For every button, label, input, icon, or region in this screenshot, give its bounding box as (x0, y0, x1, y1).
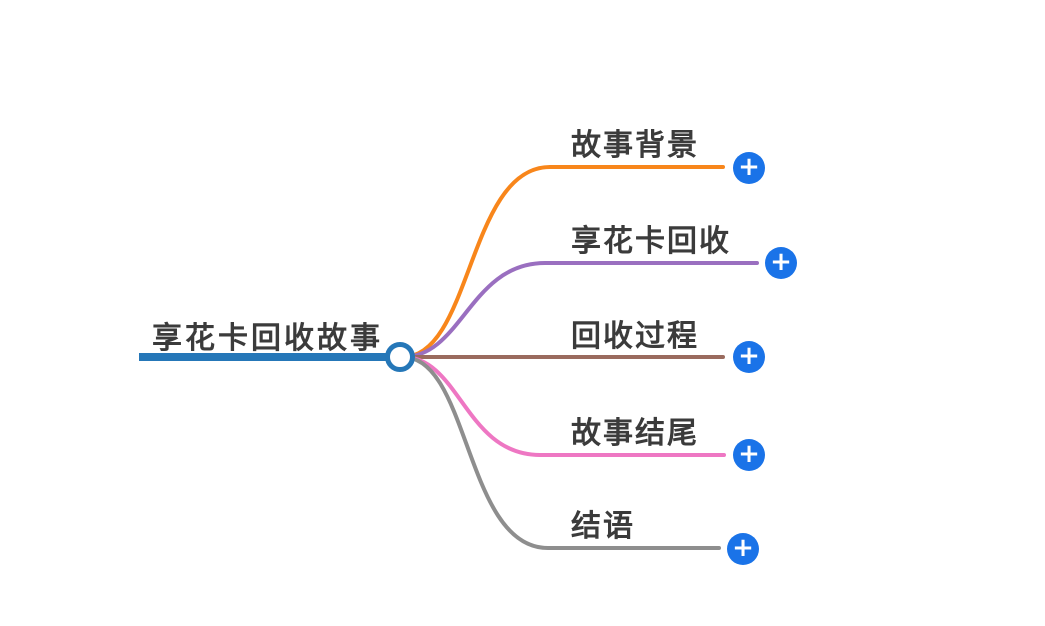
add-child-button-4[interactable]: + (733, 439, 765, 471)
root-node-label[interactable]: 享花卡回收故事 (152, 322, 383, 355)
branch-node-story-background[interactable]: 故事背景 (571, 129, 699, 162)
plus-icon: + (738, 152, 760, 182)
branch-node-xianghuaka-recycle[interactable]: 享花卡回收 (571, 225, 731, 258)
plus-icon: + (738, 341, 760, 371)
branch-node-story-ending[interactable]: 故事结尾 (571, 417, 699, 450)
branch-connector-5 (401, 355, 721, 550)
plus-icon: + (738, 439, 760, 469)
branch-node-conclusion[interactable]: 结语 (571, 510, 635, 543)
add-child-button-2[interactable]: + (765, 247, 797, 279)
root-hub-circle[interactable] (385, 342, 415, 372)
branch-connector-2 (401, 261, 759, 359)
add-child-button-5[interactable]: + (727, 533, 759, 565)
plus-icon: + (732, 533, 754, 563)
branch-node-recycle-process[interactable]: 回收过程 (571, 320, 699, 353)
branch-connector-1 (401, 165, 725, 359)
add-child-button-3[interactable]: + (733, 341, 765, 373)
add-child-button-1[interactable]: + (733, 152, 765, 184)
plus-icon: + (770, 247, 792, 277)
